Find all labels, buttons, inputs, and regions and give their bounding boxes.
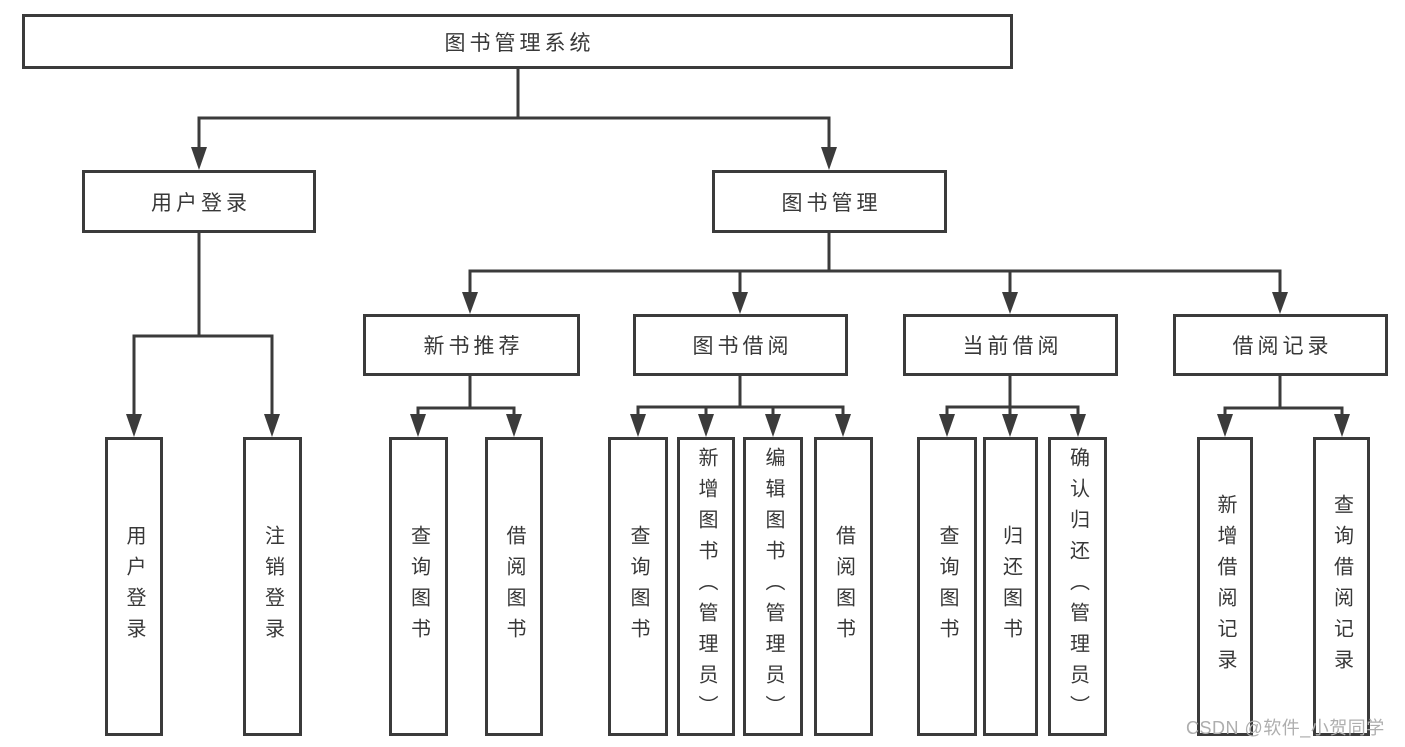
node-book-management: 图书管理 <box>712 170 947 233</box>
arrowhead <box>732 292 748 314</box>
node-label: 图书借阅 <box>692 335 793 358</box>
leaf-confirm-return-admin: 确认归还（管理员） <box>1048 437 1107 736</box>
edge-bookmgmt-to-l3 <box>468 231 1282 297</box>
node-book-borrowing: 图书借阅 <box>633 314 848 376</box>
arrowhead <box>410 414 426 437</box>
node-new-book-recommendation: 新书推荐 <box>363 314 580 376</box>
node-label: 查询图书 <box>936 524 958 649</box>
arrowhead <box>835 414 851 437</box>
leaf-query-books-newbook: 查询图书 <box>389 437 448 736</box>
node-label: 编辑图书（管理员） <box>762 447 784 726</box>
leaf-edit-books-admin: 编辑图书（管理员） <box>743 437 803 736</box>
arrowhead <box>1217 414 1233 437</box>
edge-current-to-leaves <box>945 374 1080 419</box>
node-label: 确认归还（管理员） <box>1066 447 1089 726</box>
node-label: 图书管理 <box>781 191 882 215</box>
edge-root-to-l2 <box>197 67 831 152</box>
node-label: 图书管理系统 <box>444 31 595 55</box>
edge-login-to-leaves <box>132 231 274 419</box>
arrowhead <box>1002 414 1018 437</box>
leaf-query-books-borrowing: 查询图书 <box>608 437 668 736</box>
leaf-add-books-admin: 新增图书（管理员） <box>677 437 735 736</box>
edge-newbook-to-leaves <box>416 374 516 419</box>
edge-borrow-to-leaves <box>636 374 845 419</box>
arrowhead <box>506 414 522 437</box>
arrowhead <box>698 414 714 437</box>
leaf-return-books: 归还图书 <box>983 437 1038 736</box>
node-label: 查询借阅记录 <box>1330 493 1353 680</box>
arrowhead <box>1002 292 1018 314</box>
node-label: 新增借阅记录 <box>1214 493 1236 680</box>
node-user-login: 用户登录 <box>82 170 316 233</box>
node-label: 查询图书 <box>407 524 430 649</box>
node-current-borrowing: 当前借阅 <box>903 314 1118 376</box>
node-label: 用户登录 <box>151 191 251 215</box>
leaf-query-borrowing-record: 查询借阅记录 <box>1313 437 1370 736</box>
node-label: 新增图书（管理员） <box>695 447 717 726</box>
node-borrowing-records: 借阅记录 <box>1173 314 1388 376</box>
node-label: 借阅记录 <box>1232 335 1333 358</box>
csdn-watermark: CSDN @软件_小贺同学 <box>1186 718 1385 738</box>
arrowhead <box>191 147 207 170</box>
node-library-management-system: 图书管理系统 <box>22 14 1013 69</box>
arrowhead <box>765 414 781 437</box>
leaf-query-books-current: 查询图书 <box>917 437 977 736</box>
arrowhead <box>821 147 837 170</box>
node-label: 归还图书 <box>999 524 1022 649</box>
node-label: 用户登录 <box>123 524 145 649</box>
arrowhead <box>126 414 142 437</box>
arrowhead <box>630 414 646 437</box>
leaf-logout: 注销登录 <box>243 437 302 736</box>
node-label: 借阅图书 <box>832 524 855 649</box>
arrowhead <box>939 414 955 437</box>
leaf-borrow-books-borrowing: 借阅图书 <box>814 437 873 736</box>
node-label: 注销登录 <box>261 524 284 649</box>
arrowhead <box>1272 292 1288 314</box>
leaf-user-login: 用户登录 <box>105 437 163 736</box>
arrowhead <box>1334 414 1350 437</box>
leaf-borrow-books-newbook: 借阅图书 <box>485 437 543 736</box>
node-label: 查询图书 <box>627 524 649 649</box>
leaf-add-borrowing-record: 新增借阅记录 <box>1197 437 1253 736</box>
arrowhead <box>1070 414 1086 437</box>
edge-records-to-leaves <box>1223 374 1344 419</box>
arrowhead <box>264 414 280 437</box>
node-label: 借阅图书 <box>503 524 525 649</box>
arrowhead <box>462 292 478 314</box>
node-label: 当前借阅 <box>962 335 1063 358</box>
node-label: 新书推荐 <box>423 335 524 358</box>
